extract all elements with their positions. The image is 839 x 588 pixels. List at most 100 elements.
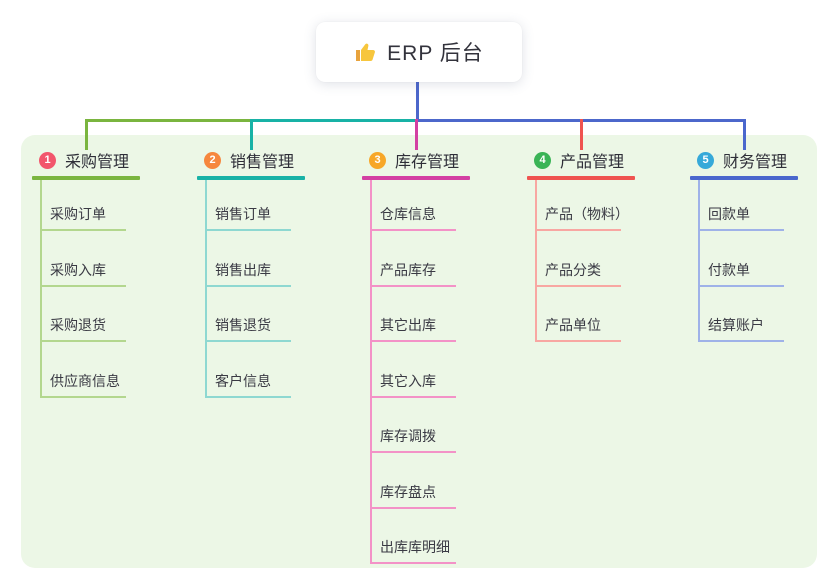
child-underline bbox=[535, 340, 621, 342]
child-node-label: 销售出库 bbox=[215, 261, 271, 278]
branch-label: 库存管理 bbox=[395, 154, 460, 171]
child-underline bbox=[40, 395, 126, 398]
branch-drop-line bbox=[84, 119, 88, 150]
child-node[interactable]: 采购入库 bbox=[32, 257, 132, 287]
branch-underline bbox=[362, 176, 470, 180]
branch-number-badge: 3 bbox=[369, 151, 386, 169]
child-node[interactable]: 产品（物料） bbox=[527, 201, 629, 231]
child-underline bbox=[535, 229, 621, 231]
branch-label: 销售管理 bbox=[230, 154, 295, 171]
child-underline bbox=[40, 340, 126, 342]
child-node[interactable]: 回款单 bbox=[690, 201, 790, 231]
branch-header-node[interactable]: 2 销售管理 bbox=[197, 148, 305, 172]
branch-drop-line bbox=[742, 119, 746, 150]
rail-mid-teal bbox=[249, 119, 419, 122]
child-node-label: 产品单位 bbox=[545, 317, 601, 333]
child-node[interactable]: 产品单位 bbox=[527, 312, 627, 342]
child-underline bbox=[205, 395, 291, 398]
branch-header-node[interactable]: 1 采购管理 bbox=[32, 148, 140, 172]
branch-underline bbox=[527, 176, 635, 180]
child-node[interactable]: 销售订单 bbox=[197, 201, 297, 231]
branch-header-node[interactable]: 4 产品管理 bbox=[527, 148, 635, 172]
child-node[interactable]: 产品库存 bbox=[362, 257, 462, 287]
child-node-label: 库存盘点 bbox=[380, 483, 436, 500]
root-node-erp[interactable]: ERP 后台 bbox=[316, 22, 522, 82]
child-node[interactable]: 出库库明细 bbox=[362, 534, 462, 564]
mindmap-background-panel bbox=[21, 135, 817, 568]
child-node-label: 客户信息 bbox=[215, 372, 271, 389]
child-node-label: 仓库信息 bbox=[380, 206, 436, 222]
child-node[interactable]: 采购退货 bbox=[32, 312, 132, 342]
child-node[interactable]: 库存盘点 bbox=[362, 479, 462, 509]
child-node-label: 采购入库 bbox=[50, 261, 106, 278]
child-node[interactable]: 库存调拨 bbox=[362, 423, 462, 453]
child-node[interactable]: 客户信息 bbox=[197, 368, 297, 398]
child-node-label: 产品分类 bbox=[545, 261, 601, 278]
child-node[interactable]: 其它出库 bbox=[362, 312, 462, 342]
branch-spine-line bbox=[205, 180, 207, 398]
child-node[interactable]: 销售出库 bbox=[197, 257, 297, 287]
child-node-label: 库存调拨 bbox=[380, 428, 436, 444]
child-node-label: 产品（物料） bbox=[545, 206, 629, 222]
child-node-label: 结算账户 bbox=[708, 317, 764, 333]
child-underline bbox=[535, 284, 621, 287]
child-underline bbox=[698, 229, 784, 231]
child-node-label: 供应商信息 bbox=[50, 372, 120, 389]
branch-underline bbox=[690, 176, 798, 180]
branch-drop-line bbox=[414, 119, 418, 150]
child-node-label: 采购订单 bbox=[50, 206, 106, 222]
thumbs-up-icon bbox=[354, 40, 378, 64]
child-underline bbox=[205, 340, 291, 342]
child-node-label: 采购退货 bbox=[50, 317, 106, 333]
child-underline bbox=[370, 562, 456, 564]
child-underline bbox=[698, 340, 784, 342]
child-node[interactable]: 采购订单 bbox=[32, 201, 132, 231]
child-underline bbox=[698, 284, 784, 287]
branch-header-node[interactable]: 3 库存管理 bbox=[362, 148, 470, 172]
child-node-label: 产品库存 bbox=[380, 261, 436, 278]
child-node-label: 出库库明细 bbox=[380, 539, 450, 555]
child-node-label: 销售退货 bbox=[215, 317, 271, 333]
child-node[interactable]: 供应商信息 bbox=[32, 368, 132, 398]
child-node-label: 其它出库 bbox=[380, 317, 436, 333]
rail-left-green bbox=[84, 119, 250, 122]
branch-label: 产品管理 bbox=[560, 154, 625, 171]
branch-label: 采购管理 bbox=[65, 154, 130, 171]
branch-number-badge: 4 bbox=[534, 151, 551, 169]
child-underline bbox=[205, 284, 291, 287]
child-underline bbox=[370, 340, 456, 342]
branch-number-badge: 2 bbox=[204, 151, 221, 169]
root-connector-line bbox=[416, 82, 419, 120]
child-underline bbox=[370, 506, 456, 509]
child-node-label: 付款单 bbox=[708, 261, 750, 278]
child-underline bbox=[370, 229, 456, 231]
branch-spine-line bbox=[535, 180, 537, 342]
child-underline bbox=[370, 395, 456, 398]
root-node-label: ERP 后台 bbox=[387, 42, 484, 65]
child-node[interactable]: 仓库信息 bbox=[362, 201, 462, 231]
child-underline bbox=[370, 284, 456, 287]
branch-number-badge: 5 bbox=[697, 151, 714, 169]
branch-underline bbox=[32, 176, 140, 180]
child-underline bbox=[370, 451, 456, 453]
child-node[interactable]: 付款单 bbox=[690, 257, 790, 287]
branch-spine-line bbox=[40, 180, 42, 398]
branch-underline bbox=[197, 176, 305, 180]
branch-header-node[interactable]: 5 财务管理 bbox=[690, 148, 798, 172]
child-node[interactable]: 结算账户 bbox=[690, 312, 790, 342]
branch-spine-line bbox=[698, 180, 700, 342]
branch-label: 财务管理 bbox=[723, 154, 788, 171]
child-node-label: 回款单 bbox=[708, 206, 750, 222]
branch-number-badge: 1 bbox=[39, 151, 56, 169]
child-underline bbox=[205, 229, 291, 231]
child-node[interactable]: 产品分类 bbox=[527, 257, 627, 287]
child-node-label: 销售订单 bbox=[215, 206, 271, 222]
child-node[interactable]: 其它入库 bbox=[362, 368, 462, 398]
branch-drop-line bbox=[579, 119, 583, 150]
branch-spine-line bbox=[370, 180, 372, 564]
child-underline bbox=[40, 229, 126, 231]
child-node[interactable]: 销售退货 bbox=[197, 312, 297, 342]
branch-drop-line bbox=[249, 119, 253, 150]
child-underline bbox=[40, 284, 126, 287]
